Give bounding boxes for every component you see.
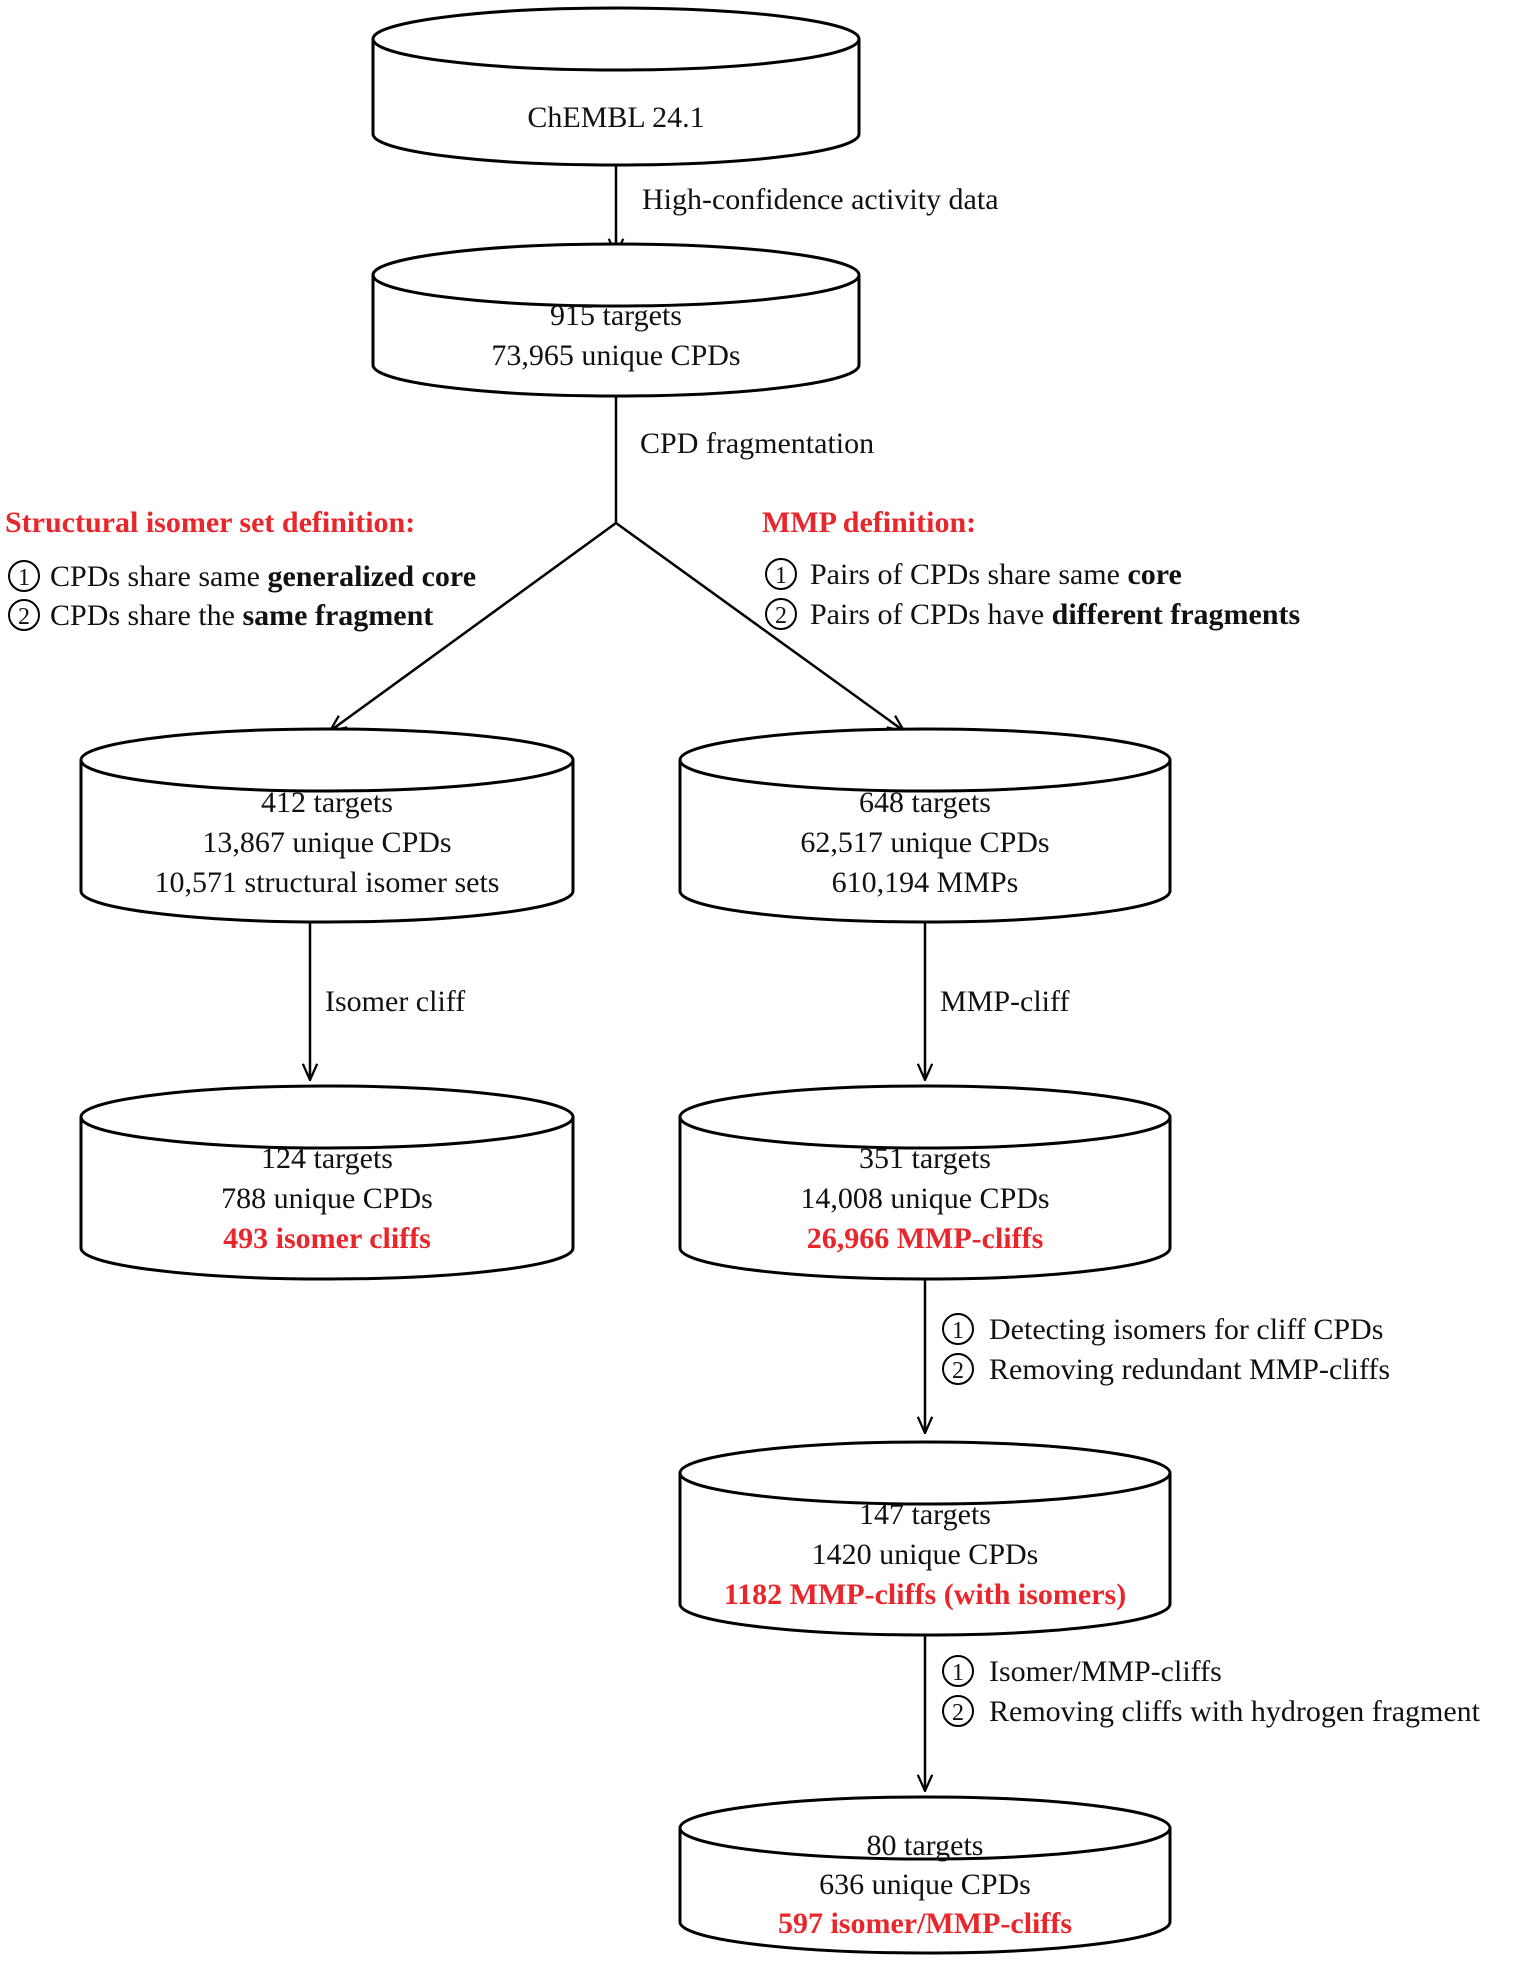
database-mmps: 648 targets 62,517 unique CPDs 610,194 M… <box>678 727 1172 924</box>
step-item: Isomer/MMP-cliffs <box>989 1655 1222 1688</box>
step-item: Detecting isomers for cliff CPDs <box>989 1313 1383 1346</box>
number-circle <box>942 1655 974 1687</box>
targets-count: 124 targets <box>261 1142 393 1175</box>
step-fragmentation: CPD fragmentation <box>640 427 874 460</box>
svg-text:1: 1 <box>952 1318 964 1344</box>
definition-mmp: MMP definition: 1 Pairs of CPDs share sa… <box>762 506 1300 631</box>
database-isomer-cliffs: 124 targets 788 unique CPDs 493 isomer c… <box>79 1084 575 1281</box>
definition-item: Pairs of CPDs have different fragments <box>810 598 1300 631</box>
cpds-count: 1420 unique CPDs <box>812 1538 1039 1571</box>
cpds-count: 14,008 unique CPDs <box>800 1182 1049 1215</box>
number-circle <box>942 1313 974 1345</box>
number-circle <box>942 1353 974 1385</box>
number-circle <box>8 599 40 631</box>
definition-title: MMP definition: <box>762 506 976 539</box>
step-final-filter: 1 Isomer/MMP-cliffs 2 Removing cliffs wi… <box>942 1655 1481 1728</box>
svg-text:1: 1 <box>775 563 787 589</box>
cpds-count: 13,867 unique CPDs <box>202 826 451 859</box>
svg-text:1: 1 <box>18 565 30 591</box>
definition-title: Structural isomer set definition: <box>5 506 415 539</box>
cpds-count: 73,965 unique CPDs <box>491 339 740 372</box>
step-mmp-cliff: MMP-cliff <box>940 985 1069 1018</box>
mmp-cliffs-count: 26,966 MMP-cliffs <box>807 1222 1044 1255</box>
targets-count: 915 targets <box>550 299 682 332</box>
targets-count: 80 targets <box>867 1829 984 1862</box>
targets-count: 147 targets <box>859 1498 991 1531</box>
step-item: Removing cliffs with hydrogen fragment <box>989 1695 1481 1728</box>
svg-text:2: 2 <box>952 1358 964 1384</box>
arrow-to-mmp-db <box>615 521 904 731</box>
database-chembl: ChEMBL 24.1 <box>371 6 861 167</box>
cpds-count: 636 unique CPDs <box>819 1868 1031 1901</box>
targets-count: 412 targets <box>261 786 393 819</box>
database-mmp-cliffs-with-isomers: 147 targets 1420 unique CPDs 1182 MMP-cl… <box>678 1440 1172 1637</box>
arrow-to-isomer-db <box>330 521 617 731</box>
database-isomer-sets: 412 targets 13,867 unique CPDs 10,571 st… <box>79 727 575 924</box>
svg-text:2: 2 <box>18 604 30 630</box>
database-label: ChEMBL 24.1 <box>527 101 704 134</box>
isomer-sets-count: 10,571 structural isomer sets <box>155 866 500 899</box>
targets-count: 351 targets <box>859 1142 991 1175</box>
mmps-count: 610,194 MMPs <box>832 866 1019 899</box>
definition-item: Pairs of CPDs share same core <box>810 558 1182 591</box>
mmp-cliffs-with-isomers-count: 1182 MMP-cliffs (with isomers) <box>724 1578 1126 1611</box>
svg-text:2: 2 <box>775 603 787 629</box>
step-detect-isomers: 1 Detecting isomers for cliff CPDs 2 Rem… <box>942 1313 1390 1386</box>
definition-isomer: Structural isomer set definition: 1 CPDs… <box>5 506 476 632</box>
definition-item: CPDs share same generalized core <box>50 560 476 593</box>
number-circle <box>8 560 40 592</box>
step-high-confidence: High-confidence activity data <box>642 183 999 216</box>
number-circle <box>765 558 797 590</box>
isomer-mmp-cliffs-count: 597 isomer/MMP-cliffs <box>778 1907 1072 1940</box>
number-circle <box>765 598 797 630</box>
targets-count: 648 targets <box>859 786 991 819</box>
definition-item: CPDs share the same fragment <box>50 599 433 632</box>
isomer-cliffs-count: 493 isomer cliffs <box>223 1222 431 1255</box>
database-mmp-cliffs: 351 targets 14,008 unique CPDs 26,966 MM… <box>678 1084 1172 1281</box>
step-item: Removing redundant MMP-cliffs <box>989 1353 1390 1386</box>
step-isomer-cliff: Isomer cliff <box>325 985 465 1018</box>
svg-text:2: 2 <box>952 1700 964 1726</box>
cpds-count: 788 unique CPDs <box>221 1182 433 1215</box>
number-circle <box>942 1695 974 1727</box>
database-final: 80 targets 636 unique CPDs 597 isomer/MM… <box>678 1795 1172 1955</box>
svg-text:1: 1 <box>952 1660 964 1686</box>
database-initial-set: 915 targets 73,965 unique CPDs <box>371 242 861 398</box>
cpds-count: 62,517 unique CPDs <box>800 826 1049 859</box>
